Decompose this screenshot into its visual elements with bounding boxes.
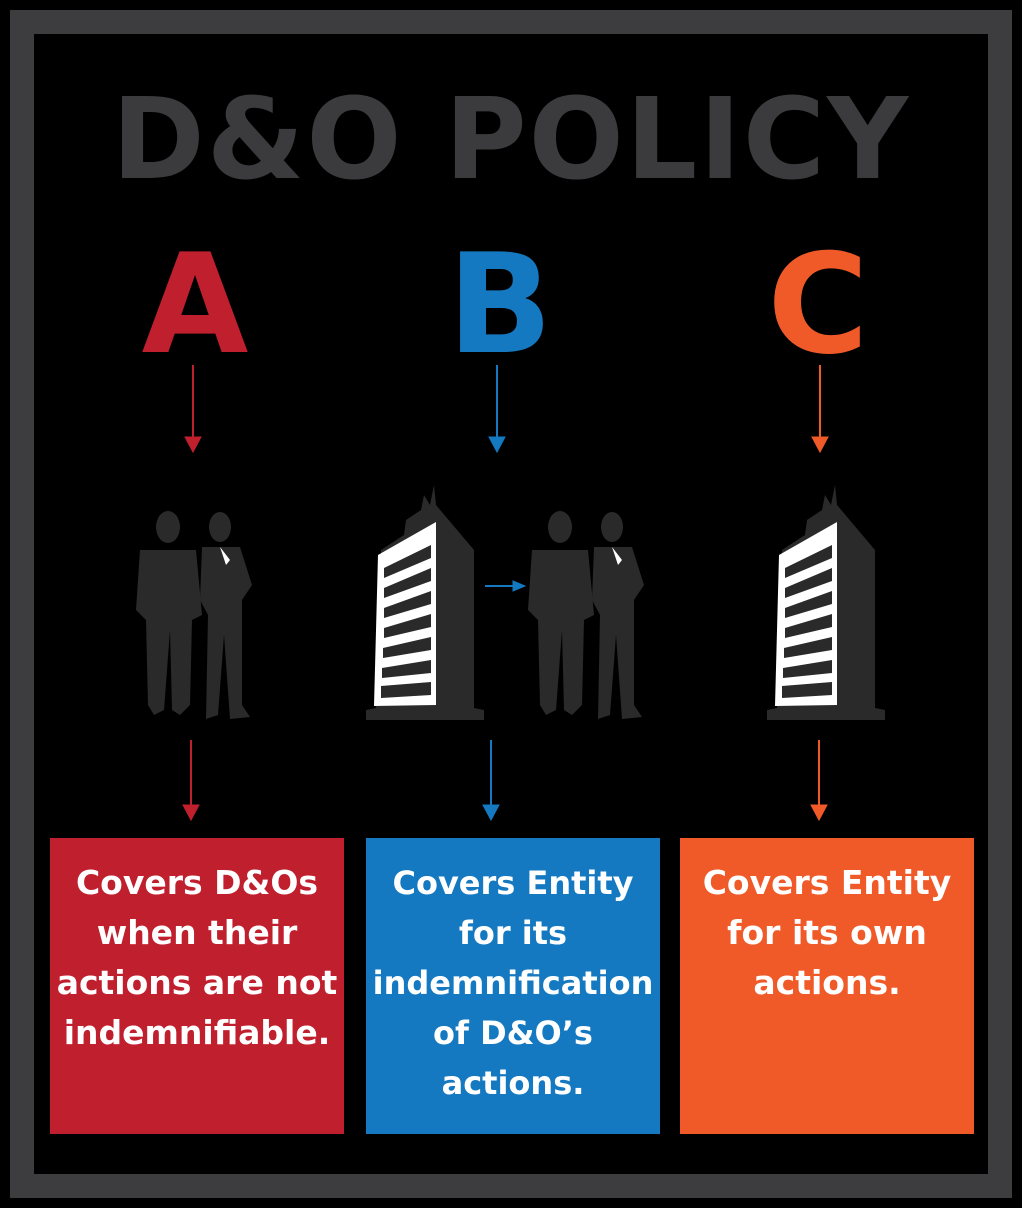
arrow-right-icon	[485, 580, 527, 592]
arrow-down-icon	[184, 365, 202, 454]
box-line: Covers Entity	[702, 863, 952, 902]
box-line: for its own	[727, 913, 927, 952]
box-line: for its	[458, 914, 568, 952]
box-line: when their	[96, 913, 298, 952]
people-icon	[528, 511, 644, 719]
arrow-down-icon	[810, 740, 828, 822]
arrow-down-icon	[182, 740, 200, 822]
box-line: actions are not	[56, 963, 338, 1002]
box-line: Covers Entity	[392, 864, 634, 902]
letter-b: B	[447, 224, 553, 385]
arrow-down-icon	[811, 365, 829, 454]
letter-c: C	[767, 224, 869, 385]
box-line: actions.	[441, 1064, 585, 1102]
coverage-c-box: Covers Entity for its own actions.	[680, 838, 974, 1134]
arrow-down-icon	[488, 365, 506, 454]
box-line: Covers D&Os	[75, 863, 319, 902]
building-icon	[366, 485, 484, 720]
people-icon	[136, 511, 252, 719]
coverage-a-box: Covers D&Os when their actions are not i…	[50, 838, 344, 1134]
coverage-b-box: Covers Entity for its indemnification of…	[366, 838, 660, 1134]
box-line: actions.	[753, 963, 901, 1002]
building-icon	[767, 485, 885, 720]
letter-a: A	[141, 224, 249, 385]
box-line: of D&O’s	[433, 1014, 593, 1052]
box-line: indemnification	[372, 964, 654, 1002]
page-title: D&O POLICY	[111, 75, 911, 205]
box-line: indemnifiable.	[63, 1013, 331, 1052]
arrow-down-icon	[482, 740, 500, 822]
